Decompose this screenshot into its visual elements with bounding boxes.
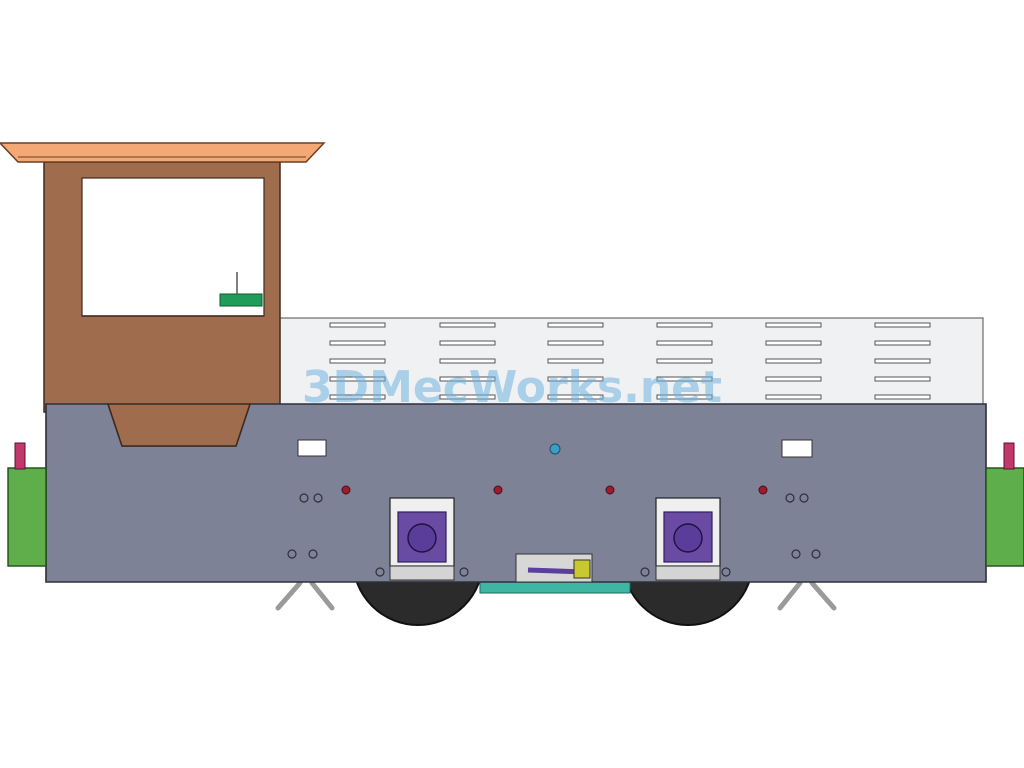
coupler-icon [14,442,26,470]
vent-slot [439,322,496,328]
coupler-icon [1003,442,1015,470]
sand-pipes-rear [777,580,837,611]
cab-roof [0,142,326,163]
rear-bumper [985,467,1024,567]
vent-slot [874,358,931,364]
vent-slot [547,394,604,400]
cab-window [81,177,265,317]
vent-slot [439,340,496,346]
vent-slot [656,394,713,400]
vent-slot [765,322,822,328]
vent-slot [547,340,604,346]
watermark: 3DMecWorks.net [302,362,722,413]
vent-slot [765,394,822,400]
vent-slot [439,394,496,400]
vent-slot [765,358,822,364]
vent-slot [656,340,713,346]
vent-slot [547,322,604,328]
axlebox-rear [655,497,721,581]
vent-slot [329,376,386,382]
indicator-lamp [549,443,561,455]
cab-lower-step [106,403,252,447]
vent-slots [329,322,931,400]
vent-slot [656,322,713,328]
vent-slot [439,376,496,382]
vent-slot [874,340,931,346]
center-linkage-piston [573,559,591,579]
vent-slot [329,358,386,364]
vent-slot [656,376,713,382]
vent-slot [874,376,931,382]
controller-box [219,293,263,307]
vent-slot [765,340,822,346]
body-rivets [287,493,821,577]
vent-slot [656,358,713,364]
vent-slot [547,376,604,382]
vent-slot [329,394,386,400]
vent-slot [329,322,386,328]
vent-slot [874,322,931,328]
sand-pipes-front [275,580,335,611]
body-bolts [341,485,768,495]
inspection-hatch-front [297,439,327,457]
upper-equipment-panel [277,317,984,411]
vent-slot [765,376,822,382]
vent-slot [547,358,604,364]
vent-slot [439,358,496,364]
inspection-hatch-rear [781,439,813,458]
axlebox-front [389,497,455,581]
vent-slot [874,394,931,400]
front-bumper [7,467,47,567]
vent-slot [329,340,386,346]
